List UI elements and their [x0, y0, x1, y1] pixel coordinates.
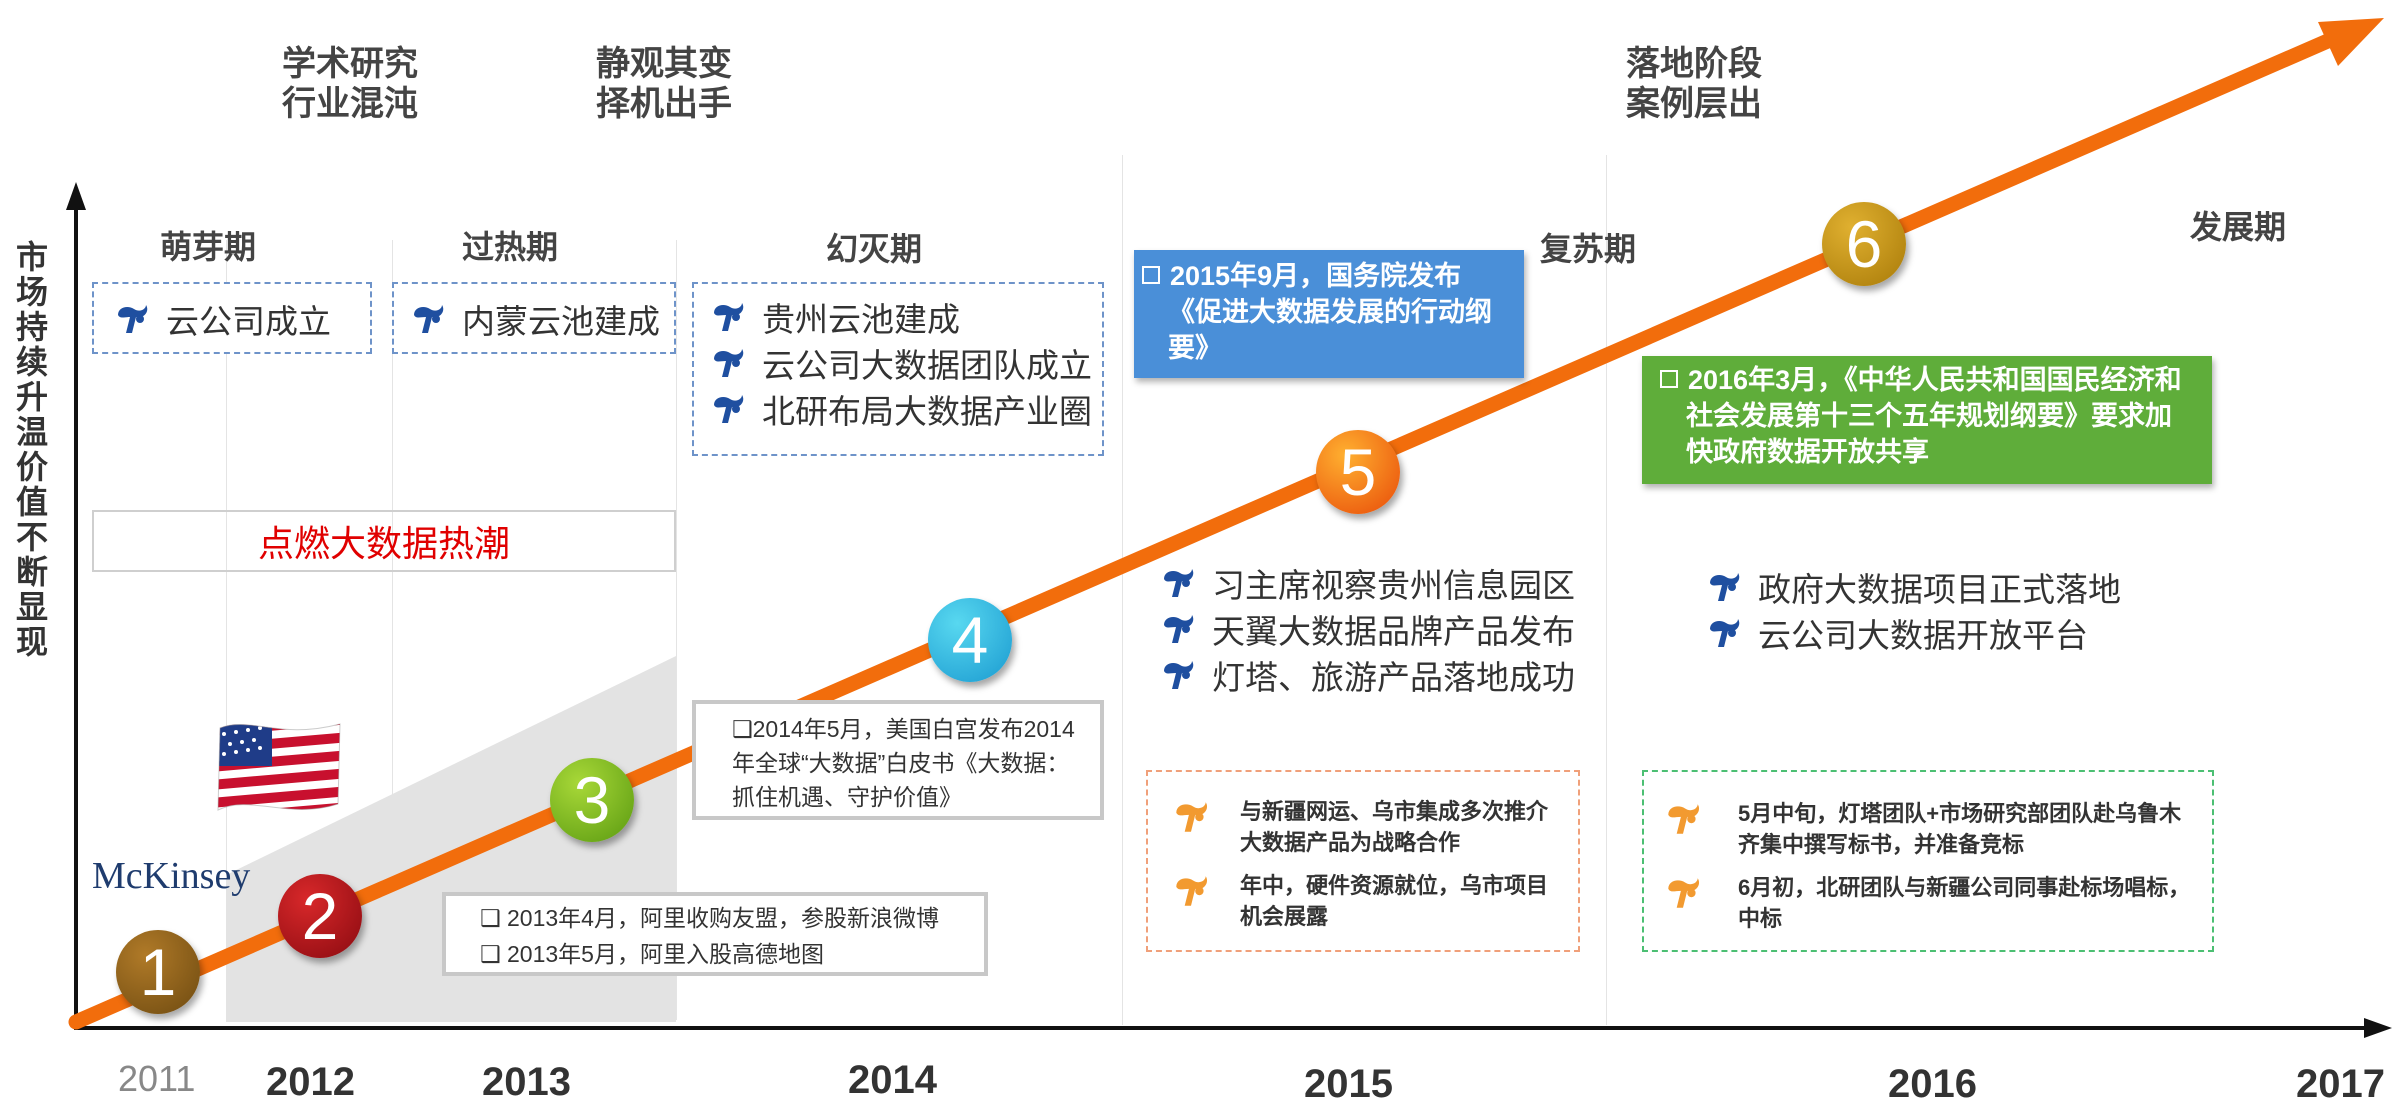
checkbox-icon — [1142, 266, 1160, 284]
list-item: 灯塔、旅游产品落地成功 — [1158, 652, 1575, 698]
list-item: 贵州云池建成 — [708, 294, 1088, 340]
note-line: ❑ 2013年5月，阿里入股高德地图 — [480, 941, 824, 967]
box-text: 内蒙云池建成 — [462, 303, 660, 340]
ignite-banner: 点燃大数据热潮 — [92, 510, 676, 572]
year-2012: 2012 — [266, 1060, 355, 1104]
year-2017: 2017 — [2296, 1062, 2385, 1106]
year-2015: 2015 — [1304, 1062, 1393, 1106]
item-text: 北研布局大数据产业圈 — [762, 393, 1092, 430]
china-telecom-orange-icon — [1662, 872, 1704, 914]
box-2016-green: 5月中旬，灯塔团队+市场研究部团队赴乌鲁木齐集中撰写标书，并准备竞标 6月初，北… — [1642, 770, 2214, 952]
top-label-line: 择机出手 — [596, 85, 732, 123]
phase-disillusion: 幻灭期 — [826, 231, 923, 267]
list-item: 天翼大数据品牌产品发布 — [1158, 606, 1575, 652]
callout-text: 2015年9月，国务院发布《促进大数据发展的行动纲要》 — [1168, 261, 1492, 363]
item-text: 年中，硬件资源就位，乌市项目机会展露 — [1240, 873, 1549, 929]
year-2016: 2016 — [1888, 1062, 1977, 1106]
phase-overheat: 过热期 — [462, 229, 559, 265]
milestone-2: 2 — [278, 874, 362, 958]
china-telecom-logo-icon — [1158, 609, 1198, 649]
divider-2015 — [1122, 155, 1123, 1025]
list-item: 云公司大数据团队成立 — [708, 340, 1092, 386]
top-label-line: 行业混沌 — [282, 85, 418, 123]
box-whitehouse-note: ❑2014年5月，美国白宫发布2014年全球“大数据”白皮书《大数据：抓住机遇、… — [692, 700, 1104, 820]
china-telecom-logo-icon — [708, 343, 748, 383]
list-item: 6月初，北研团队与新疆公司同事赴标场唱标，中标 — [1662, 872, 2198, 934]
box-text: 云公司成立 — [166, 303, 331, 340]
china-telecom-orange-icon — [1170, 796, 1212, 838]
top-label-observe: 静观其变 择机出手 — [596, 44, 732, 124]
china-telecom-orange-icon — [1170, 870, 1212, 912]
item-text: 灯塔、旅游产品落地成功 — [1212, 659, 1575, 696]
list-2015-items: 习主席视察贵州信息园区 天翼大数据品牌产品发布 灯塔、旅游产品落地成功 — [1158, 560, 1575, 698]
item-text: 贵州云池建成 — [762, 301, 960, 338]
list-item: 北研布局大数据产业圈 — [708, 386, 1092, 432]
year-2013: 2013 — [482, 1060, 571, 1104]
note-line: ❑ 2013年4月，阿里收购友盟，参股新浪微博 — [480, 905, 939, 931]
top-label-line: 落地阶段 — [1626, 45, 1762, 83]
china-telecom-logo-icon — [112, 299, 152, 339]
item-text: 天翼大数据品牌产品发布 — [1212, 613, 1575, 650]
phase-development: 发展期 — [2190, 209, 2287, 245]
milestone-1: 1 — [116, 930, 200, 1014]
us-flag-icon — [217, 723, 341, 811]
item-text: 5月中旬，灯塔团队+市场研究部团队赴乌鲁木齐集中撰写标书，并准备竞标 — [1738, 801, 2182, 857]
divider-2012 — [226, 240, 227, 1020]
year-2014: 2014 — [848, 1058, 937, 1102]
top-label-research: 学术研究 行业混沌 — [282, 44, 418, 124]
item-text: 政府大数据项目正式落地 — [1758, 571, 2121, 608]
china-telecom-logo-icon — [708, 389, 748, 429]
item-text: 6月初，北研团队与新疆公司同事赴标场唱标，中标 — [1738, 875, 2191, 931]
divider-2014 — [676, 240, 677, 1020]
phase-budding: 萌芽期 — [160, 229, 257, 265]
phase-recovery: 复苏期 — [1540, 231, 1637, 267]
item-text: 云公司大数据团队成立 — [762, 347, 1092, 384]
china-telecom-logo-icon — [1158, 655, 1198, 695]
callout-text: 2016年3月，《中华人民共和国国民经济和社会发展第十三个五年规划纲要》要求加快… — [1686, 365, 2182, 467]
list-2016-items: 政府大数据项目正式落地 云公司大数据开放平台 — [1704, 564, 2121, 656]
list-item: 习主席视察贵州信息园区 — [1158, 560, 1575, 606]
item-text: 习主席视察贵州信息园区 — [1212, 567, 1575, 604]
box-cloud-company: 云公司成立 — [92, 282, 372, 354]
milestone-6: 6 — [1822, 202, 1906, 286]
y-axis-label: 市场持续升温 价值不断显现 — [15, 239, 48, 660]
box-2015-orange: 与新疆网运、乌市集成多次推介大数据产品为战略合作 年中，硬件资源就位，乌市项目机… — [1146, 770, 1580, 952]
mckinsey-logo: McKinsey — [92, 855, 251, 897]
list-item: 5月中旬，灯塔团队+市场研究部团队赴乌鲁木齐集中撰写标书，并准备竞标 — [1662, 798, 2198, 860]
china-telecom-logo-icon — [1704, 567, 1744, 607]
top-label-line: 静观其变 — [596, 45, 732, 83]
top-label-line: 案例层出 — [1626, 85, 1762, 123]
milestone-3: 3 — [550, 758, 634, 842]
box-alibaba-notes: ❑ 2013年4月，阿里收购友盟，参股新浪微博 ❑ 2013年5月，阿里入股高德… — [442, 892, 988, 976]
list-item: 年中，硬件资源就位，乌市项目机会展露 — [1170, 870, 1560, 932]
callout-state-council: 2015年9月，国务院发布《促进大数据发展的行动纲要》 — [1134, 250, 1524, 378]
checkbox-icon — [1660, 370, 1678, 388]
item-text: 云公司大数据开放平台 — [1758, 617, 2088, 654]
list-item: 云公司大数据开放平台 — [1704, 610, 2121, 656]
china-telecom-orange-icon — [1662, 798, 1704, 840]
china-telecom-logo-icon — [1158, 563, 1198, 603]
top-label-landing: 落地阶段 案例层出 — [1626, 44, 1762, 124]
milestone-5: 5 — [1316, 430, 1400, 514]
box-2014-items: 贵州云池建成 云公司大数据团队成立 北研布局大数据产业圈 — [692, 282, 1104, 456]
china-telecom-logo-icon — [408, 299, 448, 339]
china-telecom-logo-icon — [1704, 613, 1744, 653]
top-label-line: 学术研究 — [282, 45, 418, 83]
china-telecom-logo-icon — [708, 297, 748, 337]
divider-2016 — [1606, 155, 1607, 1025]
milestone-4: 4 — [928, 598, 1012, 682]
year-2011: 2011 — [118, 1058, 196, 1099]
divider-2013 — [392, 240, 393, 1020]
item-text: 与新疆网运、乌市集成多次推介大数据产品为战略合作 — [1240, 799, 1549, 855]
callout-five-year-plan: 2016年3月，《中华人民共和国国民经济和社会发展第十三个五年规划纲要》要求加快… — [1642, 356, 2212, 484]
box-inner-mongolia: 内蒙云池建成 — [392, 282, 676, 354]
list-item: 政府大数据项目正式落地 — [1704, 564, 2121, 610]
list-item: 与新疆网运、乌市集成多次推介大数据产品为战略合作 — [1170, 796, 1560, 858]
